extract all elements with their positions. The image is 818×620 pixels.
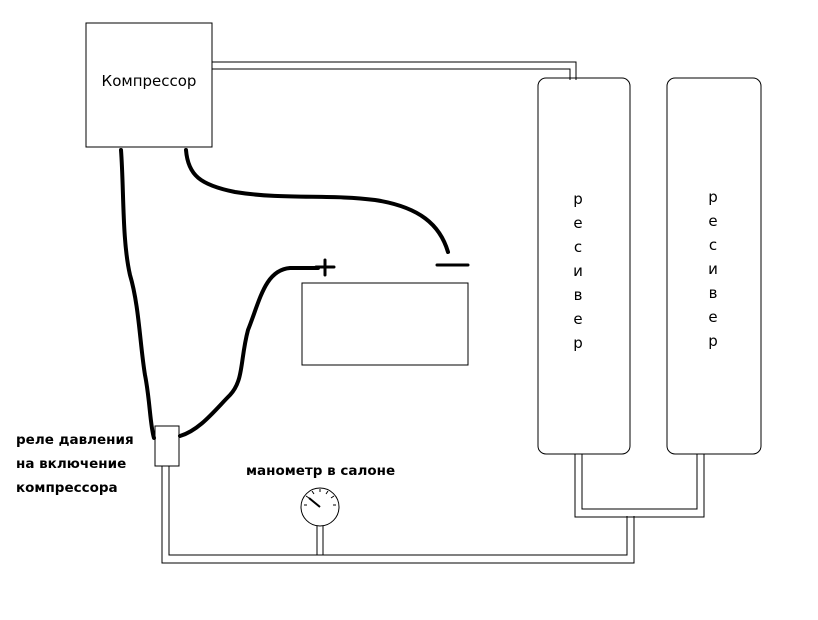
receiver-1-letter: е xyxy=(573,214,583,232)
gauge-label: манометр в салоне xyxy=(246,463,396,479)
gauge-ticks xyxy=(304,489,336,506)
receiver-1-letter: р xyxy=(573,334,583,352)
relay-label-line: на включение xyxy=(16,456,127,472)
main-air-pipe xyxy=(161,466,635,564)
receiver-2-letter: р xyxy=(708,188,718,206)
receiver-1-letter: е xyxy=(573,310,583,328)
receiver-2-letter: и xyxy=(708,260,718,278)
relay-label-line: компрессора xyxy=(16,480,118,496)
receiver-1-letter: с xyxy=(573,238,583,256)
receiver-1-letter: в xyxy=(573,286,583,304)
receiver-2-letter: в xyxy=(708,284,718,302)
air-pipe-compressor-to-receiver xyxy=(212,61,577,80)
gauge-needle xyxy=(308,497,321,508)
relay-label-line: реле давления xyxy=(16,432,134,448)
pressure-relay xyxy=(154,425,180,467)
relay-label: реле давления на включение компрессора xyxy=(16,428,134,500)
receiver-2-letter: е xyxy=(708,212,718,230)
receiver-1-label: р е с и в е р xyxy=(568,187,588,355)
pipe-between-receivers xyxy=(574,454,705,518)
receiver-1 xyxy=(537,77,631,455)
battery-box xyxy=(301,282,469,366)
receiver-1-letter: р xyxy=(573,190,583,208)
receiver-2 xyxy=(666,77,762,455)
plus-terminal-icon xyxy=(314,258,336,277)
receiver-2-letter: е xyxy=(708,308,718,326)
wire-relay-to-battery-plus xyxy=(178,266,320,438)
wire-compressor-to-battery-minus xyxy=(184,148,450,254)
receiver-1-letter: и xyxy=(573,262,583,280)
wire-compressor-to-relay xyxy=(119,148,156,440)
gauge-dial xyxy=(300,487,340,527)
gauge-stem xyxy=(316,526,324,555)
compressor-label: Компрессор xyxy=(101,72,197,90)
receiver-2-letter: с xyxy=(708,236,718,254)
receiver-2-letter: р xyxy=(708,332,718,350)
compressor-box xyxy=(85,22,213,148)
receiver-2-label: р е с и в е р xyxy=(703,185,723,353)
